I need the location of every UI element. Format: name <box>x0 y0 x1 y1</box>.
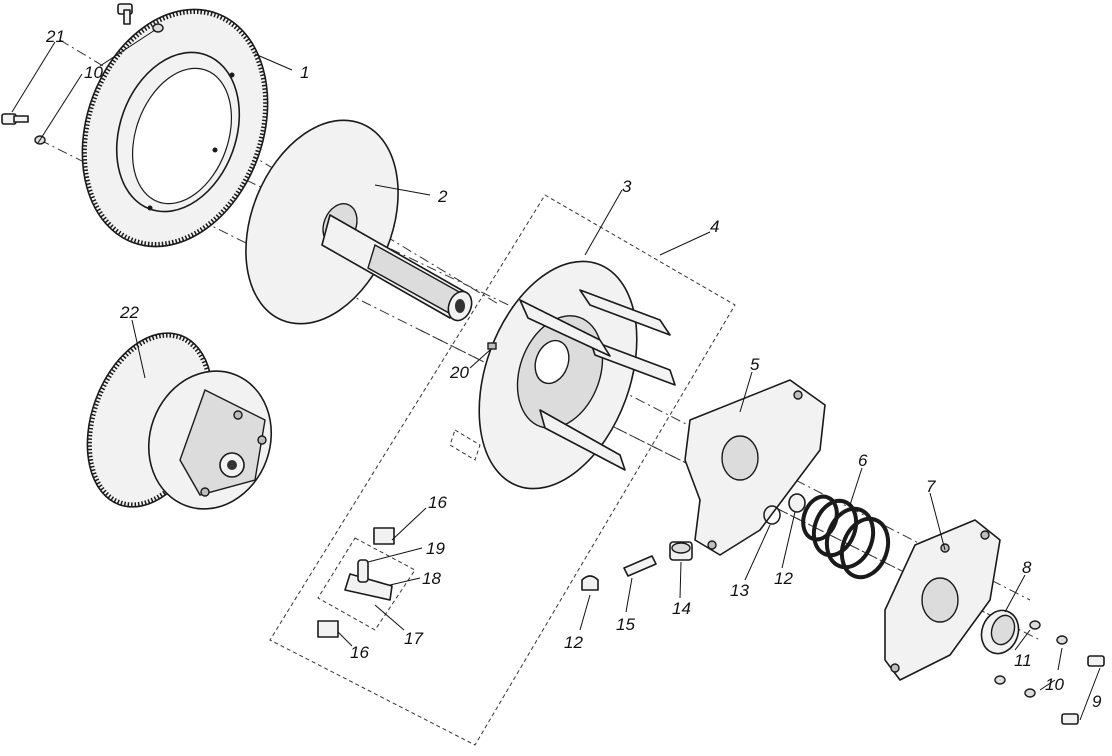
callout-4: 4 <box>710 217 719 236</box>
callout-19: 19 <box>426 539 445 558</box>
part-16-blocks <box>317 527 395 638</box>
callout-2: 2 <box>437 187 448 206</box>
callout-10-top: 10 <box>84 63 103 82</box>
callout-12-left: 12 <box>564 633 583 652</box>
part-19-pin <box>357 559 369 583</box>
callout-10-bottom: 10 <box>1045 675 1064 694</box>
part-7-cover <box>884 519 1001 681</box>
part-6-spring <box>801 494 891 580</box>
group-boundary-4 <box>269 194 736 746</box>
part-22-assembled-clutch <box>86 332 273 510</box>
callout-8: 8 <box>1022 558 1032 577</box>
callout-5: 5 <box>750 355 760 374</box>
callout-20: 20 <box>449 363 469 382</box>
callout-13: 13 <box>730 581 749 600</box>
callout-labels: 1 2 3 4 5 6 7 8 9 10 10 11 12 12 13 14 1… <box>45 27 1102 711</box>
callout-9: 9 <box>1092 692 1102 711</box>
callout-14: 14 <box>672 599 691 618</box>
part-21-bolts <box>1 3 133 125</box>
callout-11: 11 <box>1014 651 1032 670</box>
group-boundary-lower <box>449 429 481 461</box>
part-9-bolts <box>1061 655 1105 725</box>
callout-6: 6 <box>858 451 868 470</box>
part-20-pin <box>487 342 497 350</box>
callout-21: 21 <box>45 27 65 46</box>
callout-17: 17 <box>404 629 423 648</box>
leader-lines <box>11 29 1101 721</box>
part-2-fixed-sheave <box>245 119 473 325</box>
callout-16-bottom: 16 <box>350 643 369 662</box>
part-3-moveable-sheave <box>478 260 676 490</box>
callout-7: 7 <box>926 477 936 496</box>
part-5-spider <box>684 379 826 556</box>
part-15-pin <box>623 555 657 577</box>
group-boundary-17 <box>317 537 416 631</box>
callout-18: 18 <box>422 569 441 588</box>
callout-1: 1 <box>300 63 309 82</box>
part-8-bushing <box>980 609 1020 655</box>
callout-12-right: 12 <box>774 569 793 588</box>
callout-22: 22 <box>119 303 139 322</box>
part-11-washers <box>1029 620 1068 645</box>
part-1-ring-gear <box>81 8 269 248</box>
part-18-arm <box>344 573 393 601</box>
part-13-ring <box>763 505 781 525</box>
callout-15: 15 <box>616 615 635 634</box>
part-12-caps <box>581 493 806 591</box>
callout-3: 3 <box>622 177 632 196</box>
callout-16-top: 16 <box>428 493 447 512</box>
part-14-roller <box>669 541 693 561</box>
